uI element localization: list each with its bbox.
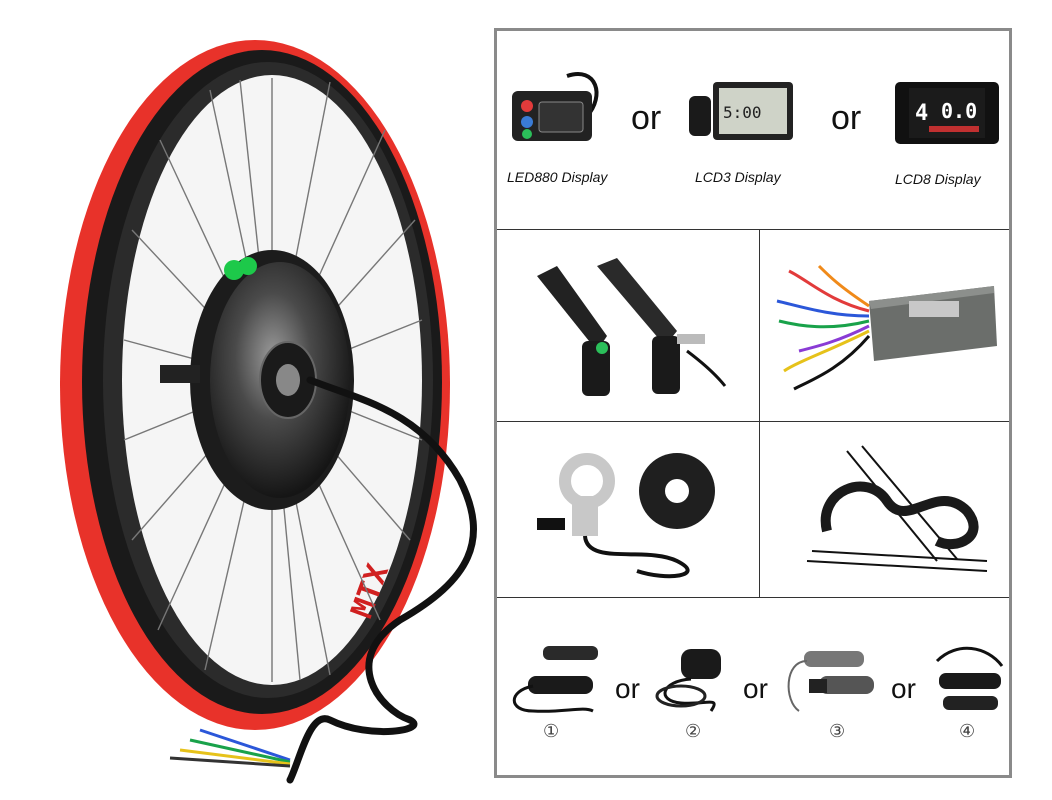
lcd8-speed: 0.0 <box>941 99 977 123</box>
divider-column <box>759 229 760 597</box>
led880-label: LED880 Display <box>507 169 608 185</box>
led880-display-image <box>512 72 599 141</box>
or-text: or <box>631 99 662 137</box>
controller-image <box>776 264 997 391</box>
throttle-2-image <box>655 649 721 712</box>
throttle-4-image <box>935 646 1004 710</box>
lcd8-display-image: 4 0.0 <box>895 82 999 144</box>
throttle-3-image <box>787 651 874 712</box>
lcd3-label: LCD3 Display <box>695 169 781 185</box>
pas-sensor-image <box>537 453 715 579</box>
divider-row-2 <box>497 421 1009 422</box>
throttle-option-2-number: ② <box>685 721 702 742</box>
lcd8-level: 4 <box>915 101 928 126</box>
divider-row-1 <box>497 229 1009 230</box>
parts-panel: or 5:00 or 4 0.0 LED880 Display LCD3 Dis… <box>494 28 1012 778</box>
lcd8-label: LCD8 Display <box>895 171 981 187</box>
or-text: or <box>831 99 862 137</box>
hub-motor-wheel: MTX <box>60 40 477 784</box>
wire-ends <box>169 728 291 768</box>
cable-ties-image <box>806 445 988 572</box>
divider-row-3 <box>497 597 1009 598</box>
throttle-option-3-number: ③ <box>829 721 846 742</box>
or-text: or <box>743 673 768 704</box>
or-text: or <box>615 673 640 704</box>
or-text: or <box>891 673 916 704</box>
lcd3-display-image: 5:00 <box>689 82 793 140</box>
throttle-option-1-number: ① <box>543 721 560 742</box>
throttle-option-4-number: ④ <box>959 721 976 742</box>
svg-text:5:00: 5:00 <box>723 103 762 122</box>
motor-cable <box>286 376 477 784</box>
throttle-1-image <box>512 646 598 713</box>
brake-levers-image <box>537 258 727 396</box>
